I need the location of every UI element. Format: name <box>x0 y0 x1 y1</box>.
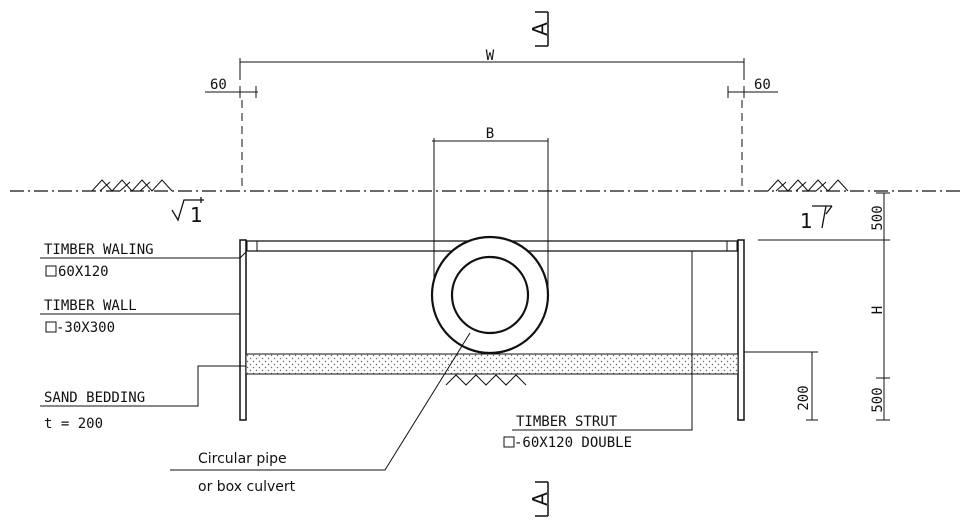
bedding-depth-label: 200 <box>796 385 812 410</box>
ground-hatch-right <box>767 179 849 192</box>
timber-waling-size: 60X120 <box>58 264 109 280</box>
section-mark-bottom-label: A <box>528 492 552 506</box>
sand-bedding <box>245 353 739 375</box>
top-depth-label: 500 <box>870 205 886 230</box>
pipe-base-hatch <box>445 374 527 386</box>
left-offset-dimension: 60 <box>205 77 258 98</box>
pipe-label-line2: or box culvert <box>198 479 296 495</box>
pipe-inner <box>450 255 530 335</box>
timber-wall-callout: TIMBER WALL -30X300 <box>40 298 240 336</box>
width-label: W <box>486 48 495 64</box>
ground-hatch-left <box>91 179 173 192</box>
left-offset-label: 60 <box>210 77 227 93</box>
pipe-label-line1: Circular pipe <box>198 451 287 467</box>
pipe-callout: Circular pipe or box culvert <box>170 332 471 495</box>
sand-bedding-label: SAND BEDDING <box>44 390 145 406</box>
timber-wall-left <box>239 239 247 421</box>
square-symbol <box>45 321 57 333</box>
section-mark-bottom: A <box>528 481 552 517</box>
square-symbol <box>45 265 57 277</box>
width-dimension: W <box>239 48 745 80</box>
right-offset-dimension: 60 <box>727 77 778 98</box>
timber-waling-label: TIMBER WALING <box>44 242 154 258</box>
pipe-width-dimension: B <box>432 126 549 290</box>
timber-strut-size: -60X120 DOUBLE <box>514 435 632 451</box>
sand-bedding-thickness: t = 200 <box>44 416 103 432</box>
depth-dimension-chain: 500 H 500 <box>758 192 890 421</box>
sand-bedding-callout: SAND BEDDING t = 200 <box>40 365 246 432</box>
timber-strut-callout: TIMBER STRUT -60X120 DOUBLE <box>503 251 693 451</box>
height-label: H <box>870 306 886 314</box>
timber-wall-size: -30X300 <box>56 320 115 336</box>
section-mark-top-label: A <box>528 22 552 36</box>
square-symbol <box>503 436 515 448</box>
timber-wall-label: TIMBER WALL <box>44 298 137 314</box>
timber-strut-label: TIMBER STRUT <box>516 414 618 430</box>
slope-mark-left: 1 <box>171 197 204 227</box>
pipe-width-label: B <box>486 126 494 142</box>
waling-block-left <box>246 240 258 252</box>
waling-block-right <box>726 240 738 252</box>
section-mark-top: A <box>528 11 552 47</box>
bottom-depth-label: 500 <box>870 387 886 412</box>
slope-right-label: 1 <box>800 209 813 233</box>
bedding-dimension: 200 <box>744 351 818 421</box>
right-offset-label: 60 <box>754 77 771 93</box>
timber-waling-callout: TIMBER WALING 60X120 <box>40 242 247 280</box>
slope-mark-right: 1 <box>800 205 833 233</box>
slope-left-label: 1 <box>190 203 203 227</box>
timber-wall-right <box>737 239 745 421</box>
